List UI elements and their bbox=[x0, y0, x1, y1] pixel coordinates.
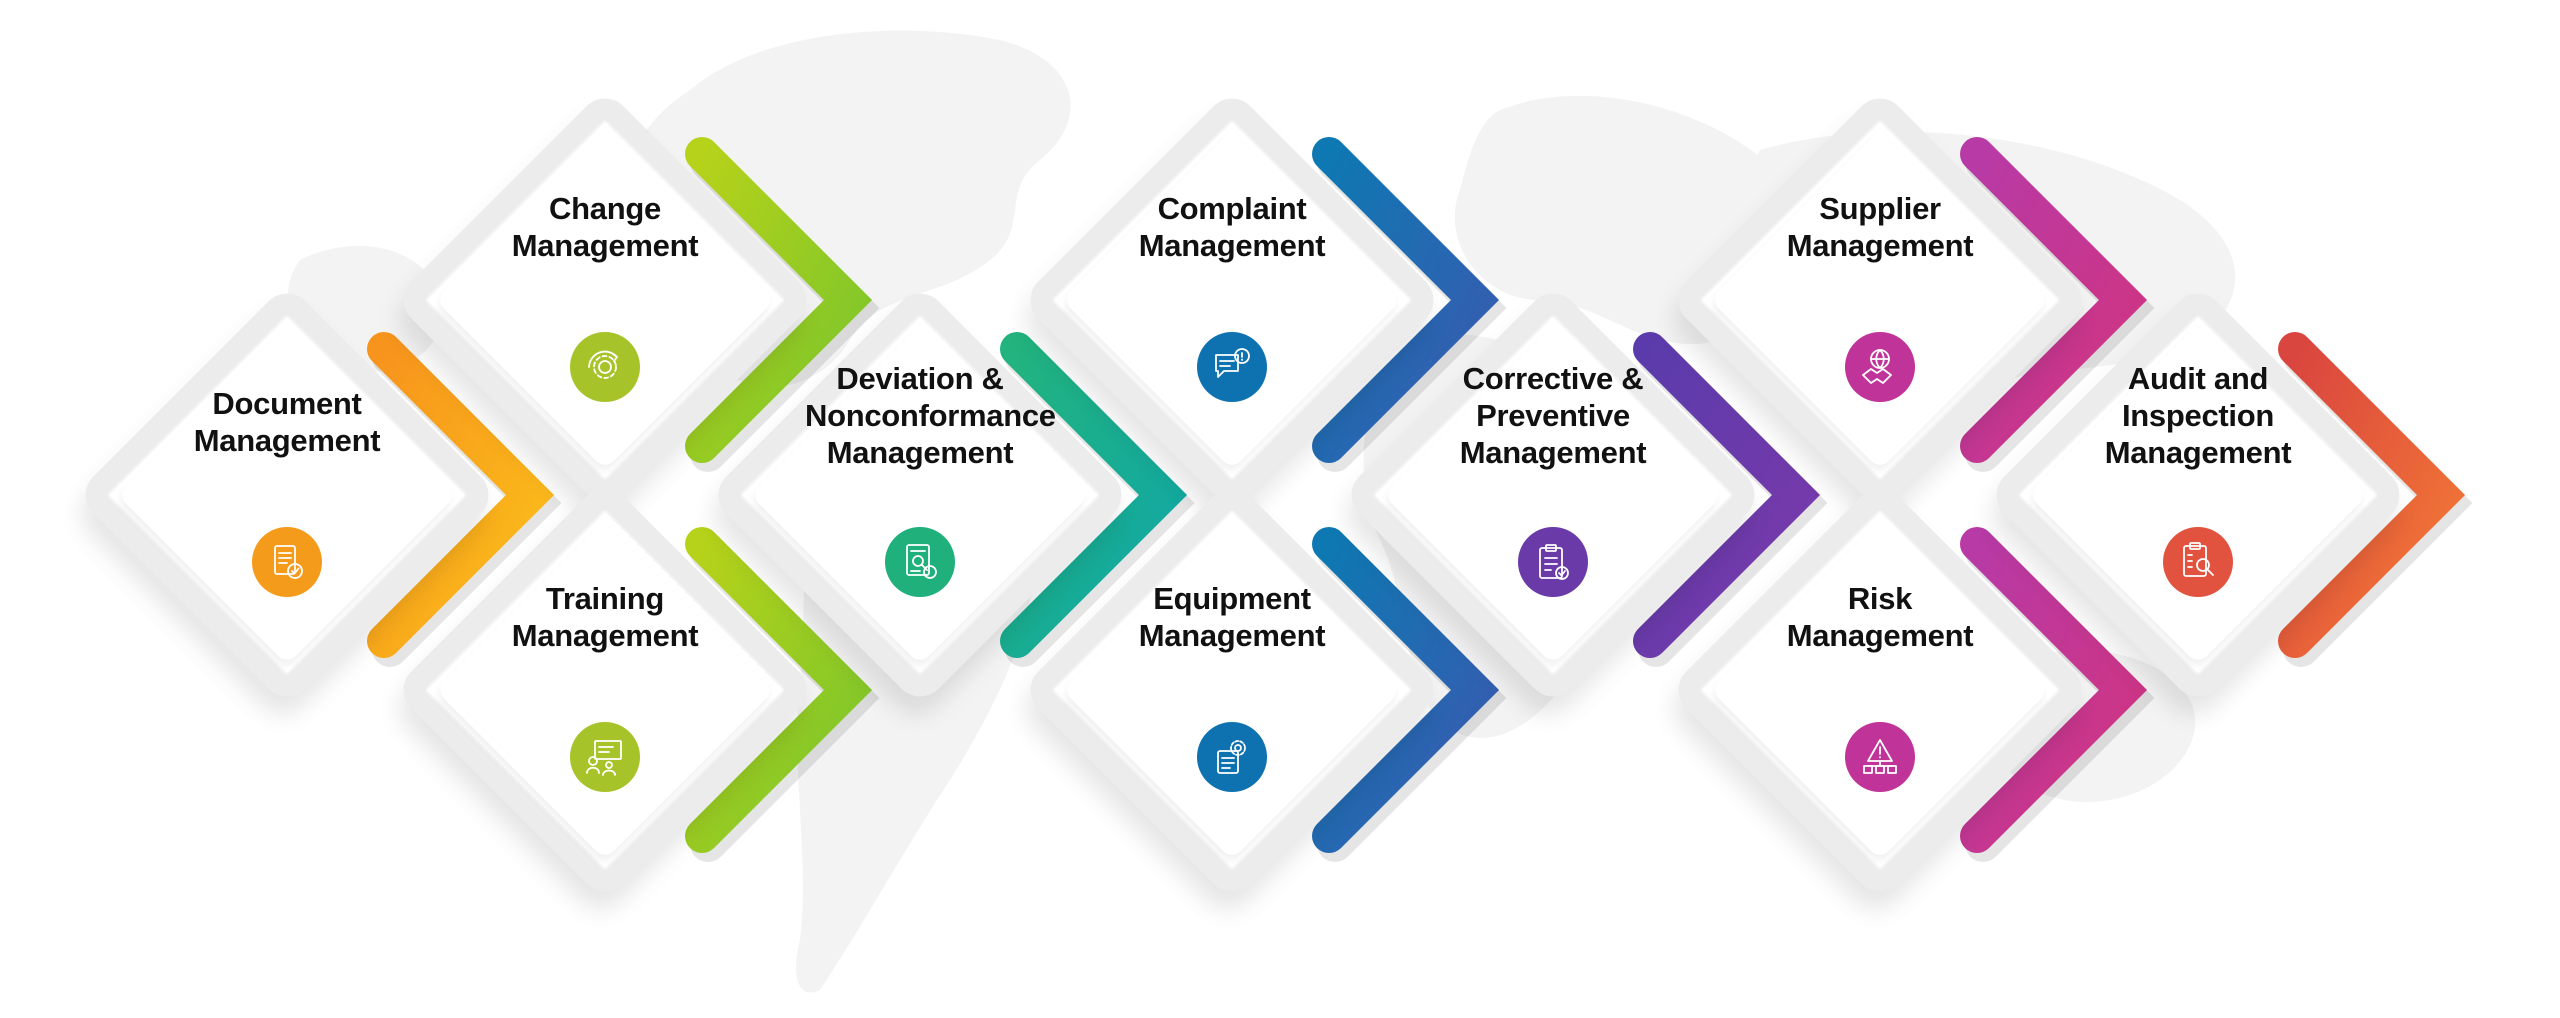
module-label-capa: Corrective & Preventive Management bbox=[1459, 361, 1647, 470]
chat-alert-icon bbox=[1197, 332, 1267, 402]
risk-alert-icon bbox=[1845, 722, 1915, 792]
chevron-change bbox=[685, 137, 880, 472]
module-label-supplier: Supplier Management bbox=[1786, 191, 1974, 263]
module-label-change: Change Management bbox=[511, 191, 699, 263]
chevron-document bbox=[367, 332, 562, 667]
module-label-equipment: Equipment Management bbox=[1138, 581, 1326, 653]
audit-magnifier-icon bbox=[2163, 527, 2233, 597]
clipboard-check-icon bbox=[1518, 527, 1588, 597]
document-search-icon bbox=[885, 527, 955, 597]
module-label-training: Training Management bbox=[511, 581, 699, 653]
chevron-complaint bbox=[1312, 137, 1507, 472]
chevron-risk bbox=[1960, 527, 2155, 862]
chevron-audit bbox=[2278, 332, 2473, 667]
handshake-globe-icon bbox=[1845, 332, 1915, 402]
chevron-deviation bbox=[1000, 332, 1195, 667]
chevron-equipment bbox=[1312, 527, 1507, 862]
module-label-document: Document Management bbox=[193, 386, 381, 458]
module-label-audit: Audit and Inspection Management bbox=[2104, 361, 2292, 470]
module-label-deviation: Deviation & Nonconformance Management bbox=[805, 361, 1056, 470]
presentation-icon bbox=[570, 722, 640, 792]
gear-cycle-icon bbox=[570, 332, 640, 402]
chevron-supplier bbox=[1960, 137, 2155, 472]
chevron-capa bbox=[1633, 332, 1828, 667]
module-label-risk: Risk Management bbox=[1786, 581, 1974, 653]
module-label-complaint: Complaint Management bbox=[1138, 191, 1326, 263]
chevron-training bbox=[685, 527, 880, 862]
document-check-icon bbox=[252, 527, 322, 597]
equipment-gear-icon bbox=[1197, 722, 1267, 792]
